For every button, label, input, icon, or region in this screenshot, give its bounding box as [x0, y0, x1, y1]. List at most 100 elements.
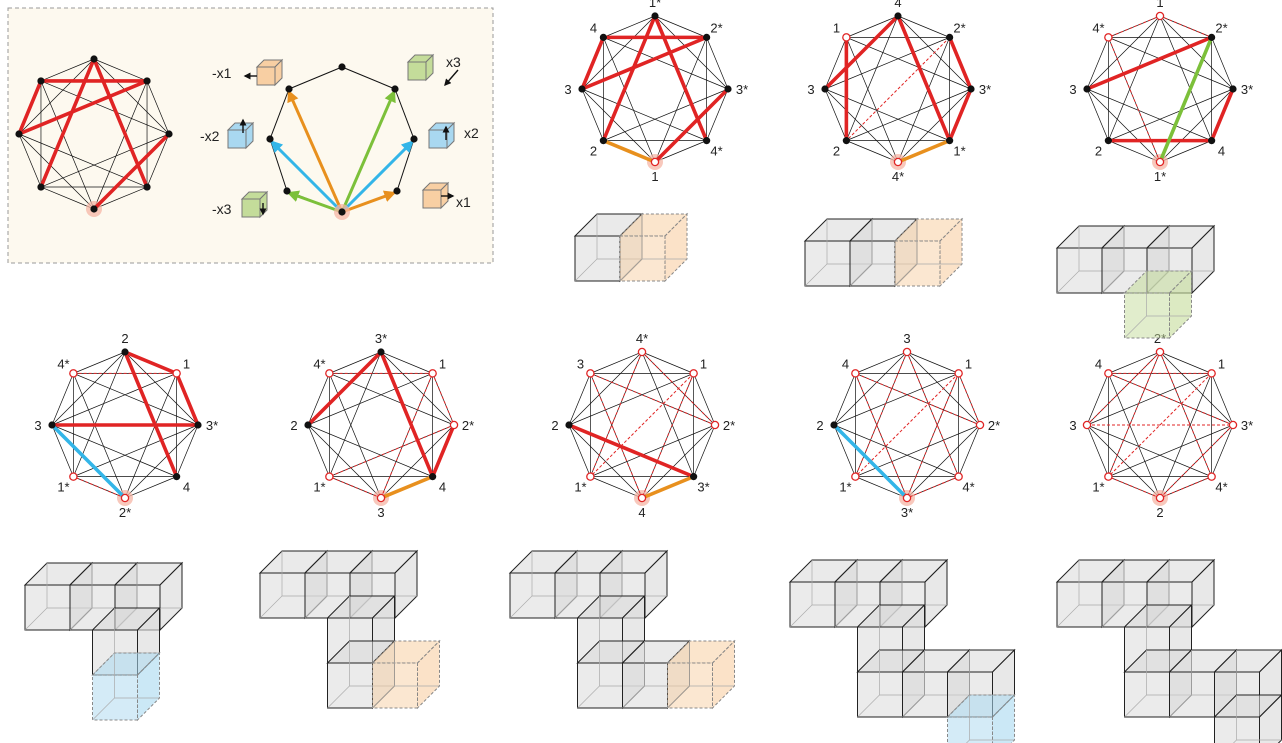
- red-dashed-edge: [1159, 351, 1213, 477]
- cube-stack-5: [258, 549, 441, 710]
- chord: [380, 351, 455, 426]
- vertex: [967, 85, 975, 93]
- cube-stack-2: [803, 217, 964, 288]
- red-dashed-edge: [1108, 15, 1161, 38]
- red-edge: [580, 35, 606, 91]
- chord: [1159, 15, 1234, 90]
- open-vertex: [851, 369, 860, 378]
- vertex-label: 3: [903, 331, 910, 346]
- chord: [40, 186, 95, 210]
- chord: [581, 88, 656, 163]
- chord: [40, 133, 170, 188]
- chord: [581, 88, 604, 141]
- vertex: [283, 187, 291, 195]
- chord: [897, 88, 972, 163]
- vertex: [37, 77, 45, 85]
- chord: [1086, 88, 1109, 141]
- vertex: [599, 137, 607, 145]
- vertex-label: 2*: [988, 418, 1000, 433]
- vertex: [703, 137, 711, 145]
- vertex-label: 3*: [697, 480, 709, 495]
- vertex: [578, 85, 586, 93]
- red-dashed-edge: [1159, 15, 1212, 38]
- cube-front: [1214, 716, 1260, 743]
- open-vertex: [1155, 347, 1165, 357]
- vertex-label: 2: [551, 418, 558, 433]
- legend-octagon-graph: [15, 55, 173, 217]
- cube-stack-1: [573, 212, 689, 283]
- chord: [1211, 373, 1234, 426]
- cube-icon-neg-x1: [255, 58, 284, 87]
- red-dashed-edge: [1159, 424, 1234, 499]
- chord: [307, 424, 382, 499]
- chord: [329, 351, 382, 477]
- open-vertex: [1082, 420, 1092, 430]
- red-edge: [947, 87, 973, 143]
- vertex-label: 2: [816, 418, 823, 433]
- vertex: [690, 473, 698, 481]
- chord: [1086, 88, 1161, 163]
- red-dashed-edge: [1086, 351, 1161, 426]
- red-edge: [1085, 35, 1214, 91]
- red-dashed-edge: [73, 476, 126, 499]
- chord: [307, 424, 330, 477]
- fan-edge: [269, 88, 290, 140]
- fan-edge: [288, 66, 343, 90]
- vertex-label: 2: [290, 418, 297, 433]
- chord: [897, 15, 950, 38]
- vertex: [285, 85, 293, 93]
- chord: [654, 140, 707, 163]
- red-dashed-edge: [958, 373, 981, 426]
- chord: [18, 133, 95, 210]
- red-dashed-edge: [1107, 351, 1161, 477]
- chord: [1086, 15, 1161, 90]
- open-vertex: [586, 472, 595, 481]
- red-edge: [567, 423, 696, 479]
- open-vertex: [954, 369, 963, 378]
- chord: [590, 476, 643, 499]
- open-vertex: [893, 157, 903, 167]
- vertex-label: 3*: [1241, 82, 1253, 97]
- red-edge: [896, 14, 952, 143]
- chord: [51, 373, 177, 426]
- chord: [1108, 140, 1161, 163]
- chord: [568, 424, 643, 499]
- chord: [1159, 373, 1212, 499]
- cube-hidden-edge: [667, 641, 735, 709]
- red-dashed-edge: [329, 476, 382, 499]
- fan-edge: [394, 88, 415, 140]
- chord: [654, 15, 707, 38]
- open-vertex: [69, 472, 78, 481]
- vertex-label: 3: [577, 356, 584, 371]
- vertex: [565, 421, 573, 429]
- chord: [380, 424, 455, 499]
- chord: [51, 424, 177, 477]
- vertex-label: 1: [700, 356, 707, 371]
- cube-stack-4: [23, 561, 184, 722]
- open-vertex: [689, 369, 698, 378]
- cube-stacks: [23, 212, 1282, 743]
- cube-front: [256, 66, 276, 86]
- open-vertex: [637, 347, 647, 357]
- red-dashed-edge: [854, 373, 908, 499]
- chord: [124, 476, 177, 499]
- red-edge: [17, 79, 149, 136]
- chord: [1211, 424, 1234, 477]
- chord: [568, 373, 591, 426]
- vertex-label: 4: [439, 480, 446, 495]
- blue-move-edge: [832, 423, 909, 500]
- chord: [73, 351, 126, 374]
- red-edge: [823, 14, 900, 91]
- vertex: [429, 473, 437, 481]
- chord: [51, 351, 126, 426]
- cube-hidden-edge: [1124, 271, 1192, 339]
- red-dashed-edge: [590, 372, 716, 426]
- open-vertex: [954, 472, 963, 481]
- orange-move-edge: [601, 138, 657, 164]
- vertex-label: 1: [833, 20, 840, 35]
- open-vertex: [1104, 369, 1113, 378]
- vertex: [410, 135, 418, 143]
- vertex-label: 2*: [1215, 20, 1227, 35]
- chord: [1159, 88, 1234, 163]
- vertex-label: 2*: [723, 418, 735, 433]
